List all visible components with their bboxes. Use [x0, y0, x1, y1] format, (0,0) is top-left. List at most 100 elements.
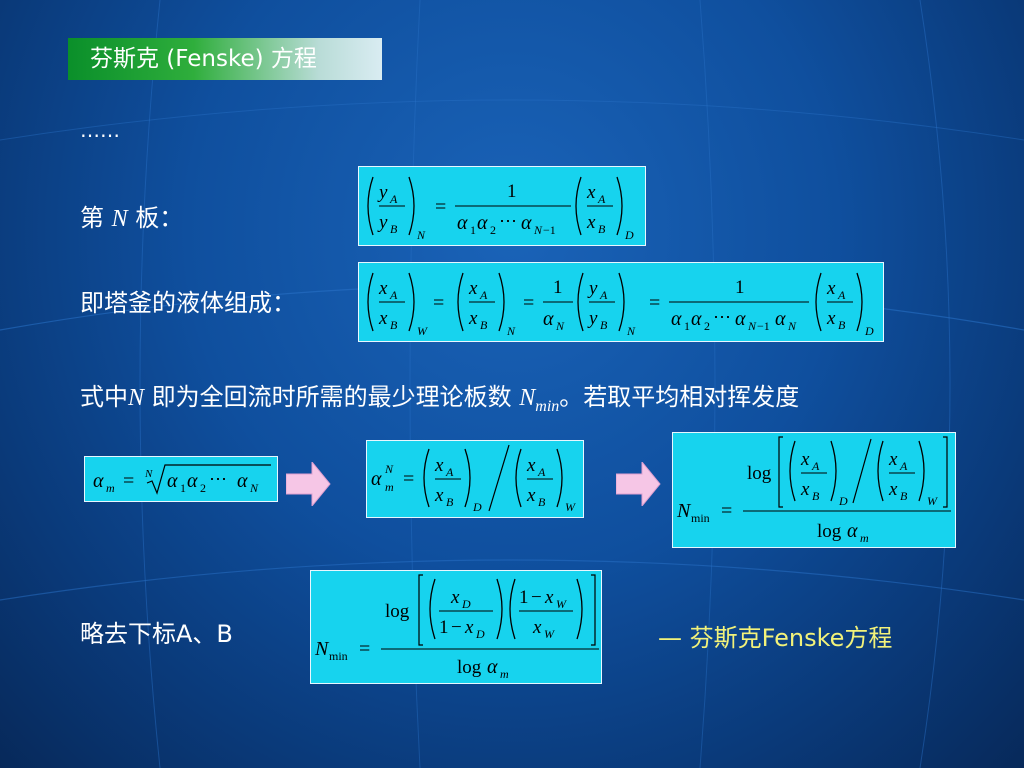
svg-text:x: x — [468, 278, 478, 299]
svg-text:2: 2 — [490, 223, 496, 237]
svg-text:1: 1 — [735, 277, 745, 298]
svg-text:2: 2 — [704, 319, 710, 333]
svg-text:B: B — [390, 222, 398, 236]
svg-text:=: = — [523, 292, 534, 314]
svg-text:1: 1 — [553, 277, 563, 298]
svg-text:N: N — [249, 481, 259, 495]
svg-text:x: x — [586, 182, 596, 203]
svg-text:D: D — [461, 597, 471, 611]
svg-text:B: B — [390, 318, 398, 332]
svg-text:A: A — [811, 459, 820, 473]
drop-subscripts-label: 略去下标A、B — [80, 620, 233, 648]
svg-text:N: N — [747, 319, 757, 333]
svg-text:log: log — [747, 463, 772, 484]
svg-text:=: = — [649, 292, 660, 314]
svg-text:D: D — [624, 228, 634, 242]
right-arrow-icon — [616, 462, 661, 506]
svg-text:A: A — [479, 288, 488, 302]
svg-text:N: N — [384, 462, 394, 476]
svg-text:log: log — [385, 601, 410, 622]
svg-text:N: N — [533, 223, 543, 237]
svg-text:α: α — [371, 468, 382, 490]
svg-text:y: y — [377, 182, 388, 203]
svg-text:α: α — [691, 308, 702, 330]
svg-text:N: N — [416, 228, 426, 242]
svg-text:B: B — [538, 495, 546, 509]
svg-text:m: m — [860, 531, 869, 545]
svg-text:B: B — [812, 489, 820, 503]
reboiler-label: 即塔釜的液体组成： — [80, 289, 296, 317]
svg-text:y: y — [587, 278, 598, 299]
svg-text:−: − — [451, 617, 462, 638]
svg-text:W: W — [417, 324, 428, 338]
svg-text:x: x — [434, 485, 444, 506]
svg-text:A: A — [389, 192, 398, 206]
svg-text:α: α — [477, 212, 488, 234]
plate-n-label: 第 N 板： — [80, 204, 184, 232]
svg-text:x: x — [800, 449, 810, 470]
svg-text:x: x — [586, 212, 596, 233]
svg-text:x: x — [450, 587, 460, 608]
fenske-equation-label: — 芬斯克Fenske方程 — [658, 624, 893, 652]
slide-title: 芬斯克 (Fenske) 方程 — [68, 38, 382, 80]
svg-text:⋯: ⋯ — [209, 469, 227, 489]
svg-text:α: α — [93, 470, 104, 492]
svg-text:x: x — [826, 308, 836, 329]
svg-text:1: 1 — [507, 181, 517, 202]
svg-text:x: x — [464, 617, 474, 638]
svg-text:W: W — [927, 494, 938, 508]
svg-text:A: A — [599, 288, 608, 302]
svg-text:B: B — [600, 318, 608, 332]
svg-text:A: A — [537, 465, 546, 479]
svg-text:=: = — [721, 500, 732, 522]
svg-text:W: W — [556, 597, 567, 611]
svg-text:A: A — [597, 192, 606, 206]
svg-text:x: x — [526, 485, 536, 506]
svg-text:α: α — [775, 308, 786, 330]
right-arrow-icon — [286, 462, 331, 506]
svg-text:1: 1 — [519, 587, 529, 608]
svg-text:D: D — [472, 500, 482, 514]
svg-text:=: = — [359, 638, 370, 660]
svg-text:=: = — [435, 196, 446, 218]
svg-text:α: α — [167, 470, 178, 492]
svg-text:B: B — [838, 318, 846, 332]
svg-text:α: α — [671, 308, 682, 330]
svg-text:=: = — [403, 468, 414, 490]
svg-text:=: = — [433, 292, 444, 314]
svg-text:m: m — [385, 480, 394, 494]
svg-text:y: y — [587, 308, 598, 329]
svg-text:=: = — [123, 470, 134, 492]
svg-text:1: 1 — [180, 481, 186, 495]
svg-text:N: N — [555, 319, 565, 333]
svg-text:D: D — [475, 627, 485, 641]
svg-text:x: x — [526, 455, 536, 476]
svg-text:−1: −1 — [543, 223, 556, 237]
svg-text:N: N — [506, 324, 516, 338]
svg-text:α: α — [487, 656, 498, 678]
svg-text:A: A — [389, 288, 398, 302]
svg-text:−: − — [531, 587, 542, 608]
svg-text:1: 1 — [439, 617, 449, 638]
svg-text:⋯: ⋯ — [713, 307, 731, 327]
svg-text:B: B — [480, 318, 488, 332]
svg-text:y: y — [377, 212, 388, 233]
svg-text:min: min — [691, 511, 710, 525]
svg-text:x: x — [888, 479, 898, 500]
svg-text:α: α — [735, 308, 746, 330]
svg-text:N: N — [676, 500, 692, 522]
svg-text:2: 2 — [200, 481, 206, 495]
svg-text:m: m — [106, 481, 115, 495]
svg-text:A: A — [899, 459, 908, 473]
svg-text:α: α — [187, 470, 198, 492]
svg-text:N: N — [787, 319, 797, 333]
